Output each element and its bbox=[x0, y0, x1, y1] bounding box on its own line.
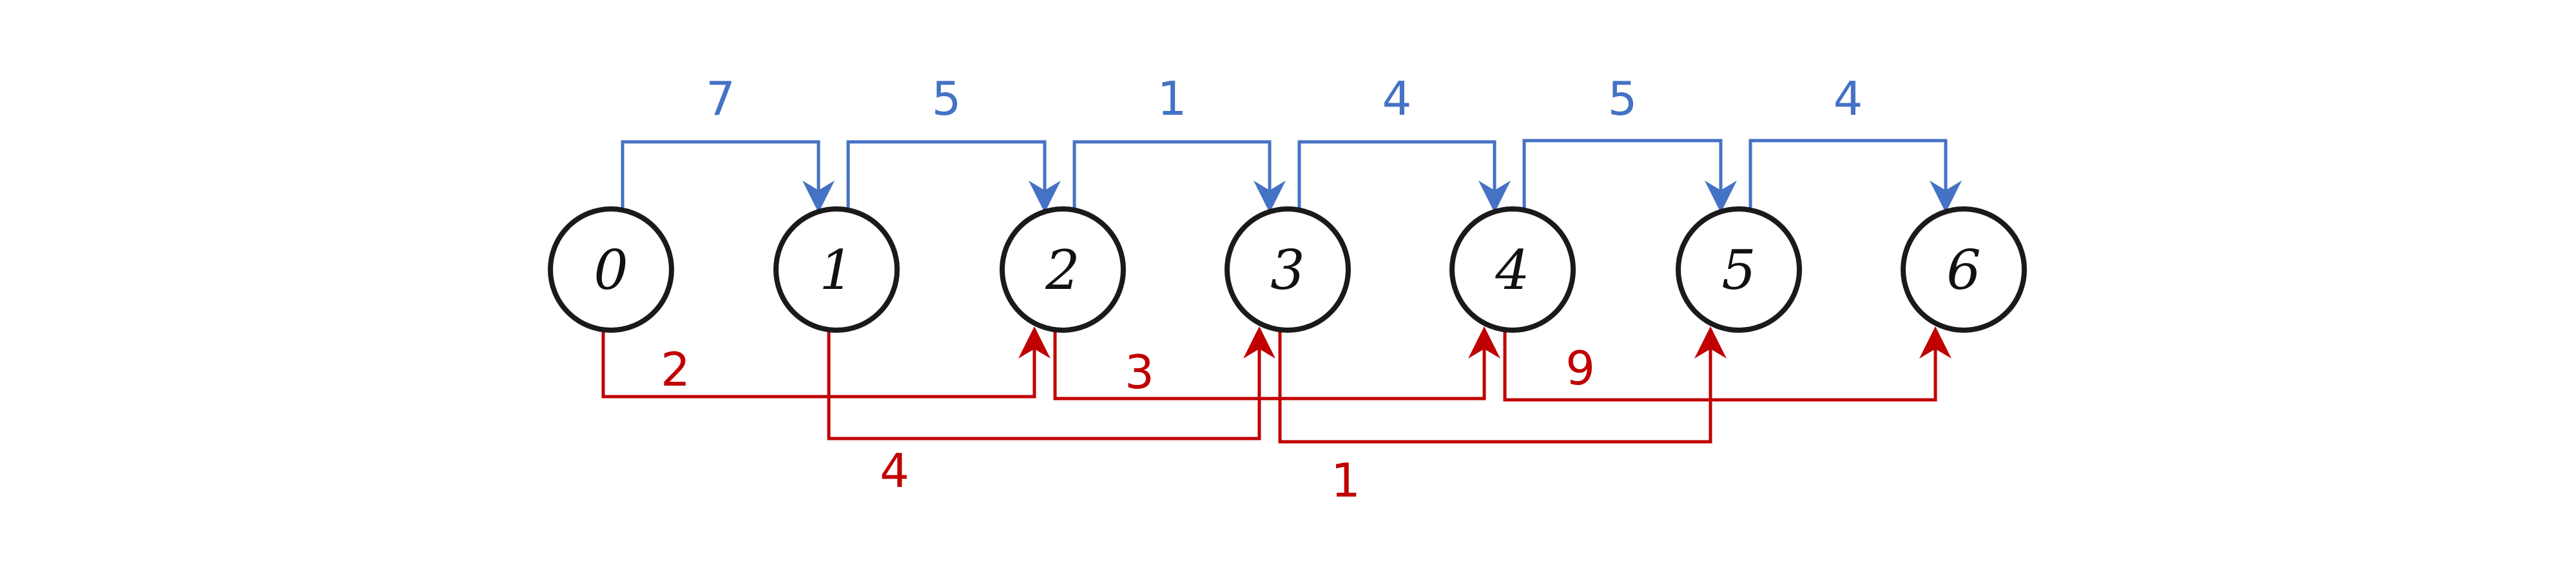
forward-edge-3-4 bbox=[1297, 140, 1511, 223]
forward-edge-2-3 bbox=[1072, 140, 1286, 223]
skip-edge-weight-3-5: 1 bbox=[1331, 453, 1361, 508]
skip-edge-weight-0-2: 2 bbox=[661, 342, 690, 397]
node-0: 0 bbox=[548, 206, 674, 333]
node-5-circle bbox=[1676, 206, 1802, 333]
node-2: 2 bbox=[1000, 206, 1126, 333]
skip-edge-4-6 bbox=[1503, 325, 1951, 402]
skip-edge-3-5 bbox=[1278, 325, 1727, 444]
node-5-label: 5 bbox=[1721, 239, 1756, 302]
node-6-circle bbox=[1901, 206, 2027, 333]
forward-edge-5-6 bbox=[1748, 139, 1962, 223]
forward-edge-weight-4-5: 5 bbox=[1608, 72, 1638, 126]
forward-edge-1-2 bbox=[846, 140, 1061, 223]
forward-edge-4-5 bbox=[1522, 139, 1737, 223]
edges-layer: 7 5 1 4 5 4 2 4 3 1 9 bbox=[601, 72, 1962, 508]
skip-edge-weight-2-4: 3 bbox=[1125, 345, 1154, 399]
skip-edge-weight-1-3: 4 bbox=[880, 444, 909, 498]
nodes-layer: 0 1 2 3 4 5 6 bbox=[548, 206, 2027, 333]
node-6: 6 bbox=[1901, 206, 2027, 333]
node-4-label: 4 bbox=[1495, 239, 1529, 302]
skip-edge-1-3 bbox=[827, 325, 1275, 440]
forward-edge-weight-2-3: 1 bbox=[1157, 72, 1187, 126]
node-5: 5 bbox=[1676, 206, 1802, 333]
forward-edge-weight-5-6: 4 bbox=[1834, 72, 1863, 126]
skip-edge-weight-4-6: 9 bbox=[1565, 341, 1595, 395]
node-2-label: 2 bbox=[1045, 239, 1080, 302]
node-1-label: 1 bbox=[819, 239, 853, 302]
forward-edge-weight-0-1: 7 bbox=[706, 72, 735, 126]
forward-edge-weight-1-2: 5 bbox=[932, 72, 962, 126]
node-0-label: 0 bbox=[594, 239, 628, 302]
node-1-circle bbox=[773, 206, 900, 333]
skip-edge-2-4 bbox=[1053, 325, 1500, 400]
node-3-label: 3 bbox=[1270, 239, 1304, 302]
node-3-circle bbox=[1225, 206, 1351, 333]
node-0-circle bbox=[548, 206, 674, 333]
node-3: 3 bbox=[1225, 206, 1351, 333]
node-4-circle bbox=[1449, 206, 1576, 333]
node-1: 1 bbox=[773, 206, 900, 333]
node-6-label: 6 bbox=[1946, 239, 1980, 302]
forward-edge-0-1 bbox=[621, 140, 835, 223]
skip-edge-0-2 bbox=[601, 325, 1051, 399]
node-4: 4 bbox=[1449, 206, 1576, 333]
forward-edge-weight-3-4: 4 bbox=[1382, 72, 1412, 126]
node-2-circle bbox=[1000, 206, 1126, 333]
